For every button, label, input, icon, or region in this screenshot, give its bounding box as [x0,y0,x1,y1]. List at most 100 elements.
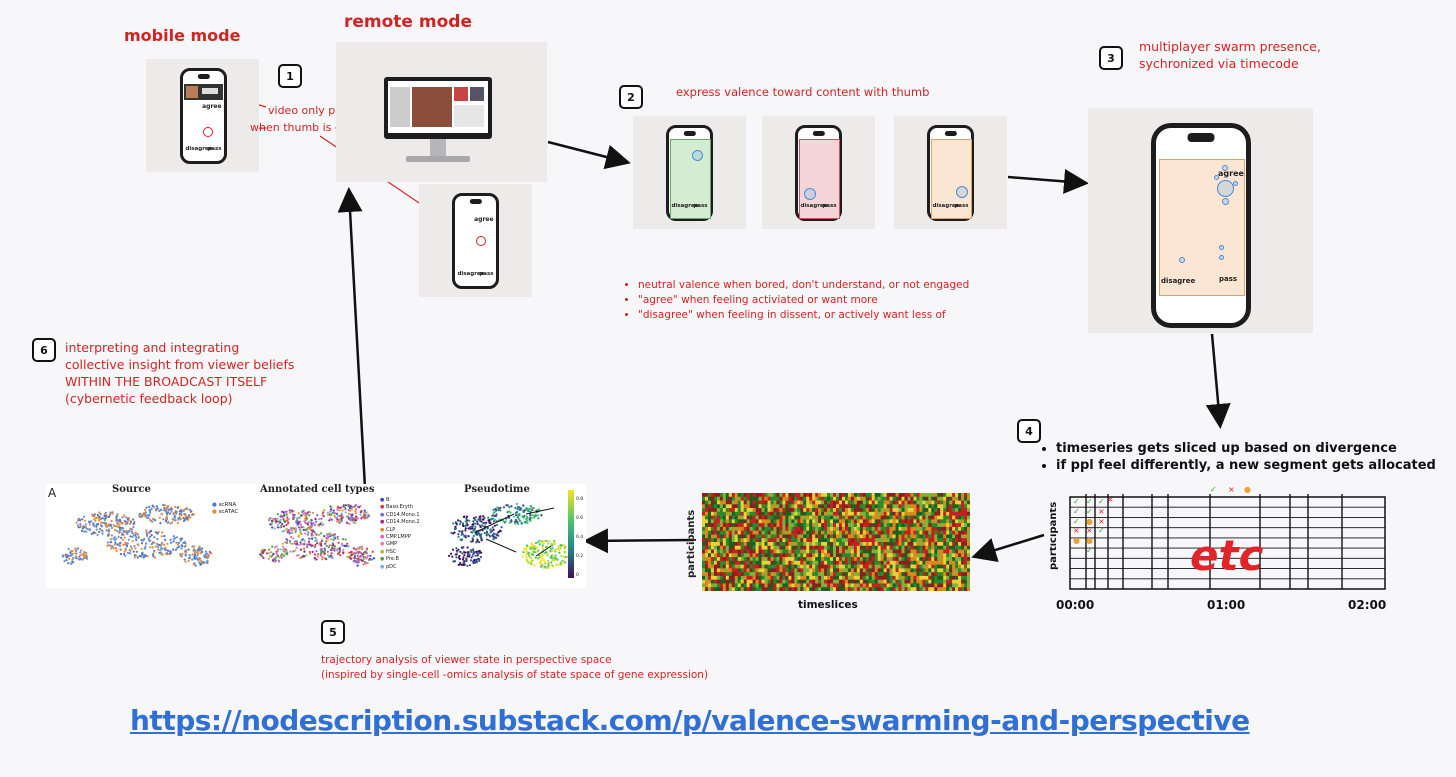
heatmap-cell [853,538,858,543]
umap-point [160,508,163,511]
umap-point [323,509,326,512]
heatmap-cell [758,549,762,554]
umap-point [71,550,74,553]
heatmap-cell [874,583,878,588]
umap-point [81,518,84,521]
heatmap-cell [859,523,864,528]
umap-point [133,556,136,559]
heatmap-cell [752,553,756,558]
heatmap-cell [722,500,727,505]
umap-point [65,559,68,562]
heatmap-cell [707,575,712,580]
heatmap-cell [731,496,736,501]
heatmap-cell [788,519,792,524]
umap-point [495,514,498,517]
heatmap-cell [836,575,840,580]
umap-point [338,518,342,521]
umap-point [166,551,169,555]
umap-point [88,523,91,526]
heatmap-cell [895,542,899,547]
heatmap-cell [710,549,715,554]
umap-point [512,515,515,518]
heatmap-cell [722,542,727,547]
heatmap-cell [824,564,828,569]
heatmap-cell [746,553,750,558]
heatmap-cell [731,519,736,524]
umap-point [166,542,169,545]
umap-point [339,554,342,557]
heatmap-cell [865,511,870,516]
heatmap-cell [955,496,959,501]
heatmap-cell [824,534,828,539]
umap-point [98,515,101,518]
heatmap-cell [949,557,953,562]
umap-point [166,513,169,516]
heatmap-cell [728,560,733,565]
heatmap-cell [827,500,831,505]
heatmap-cell [752,575,756,580]
umap-point [527,552,530,555]
heatmap-cell [764,534,768,539]
heatmap-cell [737,542,742,547]
umap-point [164,504,167,507]
heatmap-cell [871,493,876,498]
heatmap-cell [728,493,733,498]
heatmap-cell [722,568,727,573]
heatmap-cell [952,568,956,573]
umap-point [297,554,300,557]
heatmap-cell [716,542,721,547]
heatmap-cell [725,500,730,505]
heatmap-cell [836,572,840,577]
heatmap-cell [883,519,887,524]
umap-point [546,554,549,557]
heatmap-cell [716,553,721,558]
heatmap-cell [889,504,893,509]
umap-point [525,546,528,549]
heatmap-cell [850,579,855,584]
heatmap-cell [719,583,724,588]
heatmap-cell [919,568,923,573]
heatmap-cell [883,560,887,565]
umap-point [158,516,161,519]
umap-point [354,512,357,515]
heatmap-cell [812,557,816,562]
heatmap-cell [836,493,840,498]
umap-point [541,546,544,549]
umap-point [167,520,170,523]
heatmap-cell [710,545,715,550]
umap-point [297,526,300,529]
heatmap-cell [838,508,843,513]
heatmap-cell [782,545,786,550]
heatmap-cell [961,560,965,565]
heatmap-cell [779,572,783,577]
heatmap-cell [883,534,887,539]
heatmap-cell [859,560,864,565]
heatmap-cell [767,508,771,513]
heatmap-cell [749,526,753,531]
heatmap-cell [964,504,968,509]
heatmap-cell [910,496,914,501]
heatmap-cell [716,560,721,565]
heatmap-cell [901,579,905,584]
heatmap-cell [761,579,765,584]
heatmap-cell [827,508,831,513]
umap-point [331,534,334,537]
heatmap-cell [704,534,709,539]
umap-point [544,546,547,549]
heatmap-cell [853,568,858,573]
umap-point [77,526,80,529]
heatmap-cell [877,560,881,565]
heatmap-cell [731,504,736,509]
article-link[interactable]: https://nodescription.substack.com/p/val… [130,704,1250,737]
heatmap-cell [737,587,742,591]
umap-point [121,538,124,541]
heatmap-cell [791,523,795,528]
heatmap-cell [815,523,819,528]
umap-point [466,523,469,527]
heatmap-cell [844,511,849,516]
heatmap-cell [836,560,840,565]
heatmap-cell [824,557,828,562]
umap-point [123,553,126,556]
heatmap-cell [755,530,759,535]
heatmap-cell [794,504,798,509]
